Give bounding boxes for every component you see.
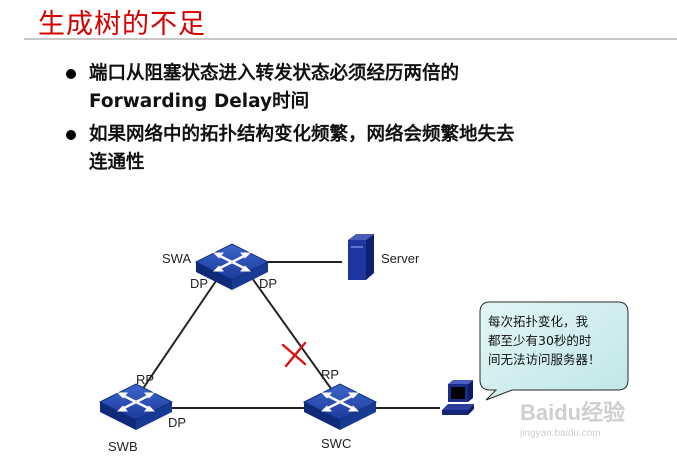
bullet-text: 如果网络中的拓扑结构变化频繁，网络会频繁地失去 连通性 <box>89 121 672 177</box>
title-divider <box>24 38 677 40</box>
switch-swb-icon <box>98 382 174 432</box>
bullet-line: 如果网络中的拓扑结构变化频繁，网络会频繁地失去 <box>89 124 515 145</box>
blocked-port-x-icon <box>281 341 307 368</box>
port-label-swa-left: DP <box>190 276 208 291</box>
port-label-swb-top: RP <box>136 372 154 387</box>
label-swb: SWB <box>108 439 138 454</box>
slide-title: 生成树的不足 <box>38 9 206 40</box>
bullet-dot-icon <box>66 69 76 79</box>
port-label-swa-right: DP <box>259 276 277 291</box>
server-icon <box>348 234 374 280</box>
label-swc: SWC <box>321 436 351 451</box>
bullet-item: 端口从阻塞状态进入转发状态必须经历两倍的 Forwarding Delay时间 <box>62 60 672 116</box>
port-label-swc-top: RP <box>321 367 339 382</box>
callout-line: 间无法访问服务器！ <box>488 352 601 367</box>
bullet-line: Forwarding Delay时间 <box>89 91 310 112</box>
pc-icon <box>442 380 474 415</box>
link-swa-swb <box>141 277 219 391</box>
link-swa-swc-blocked <box>251 277 333 391</box>
bullet-line: 连通性 <box>89 152 145 173</box>
callout-line: 每次拓扑变化，我 <box>488 314 589 329</box>
bullet-list: 端口从阻塞状态进入转发状态必须经历两倍的 Forwarding Delay时间 … <box>62 60 672 182</box>
label-server: Server <box>381 251 420 266</box>
watermark-url: jingyan.baidu.com <box>519 428 601 439</box>
label-swa: SWA <box>162 251 191 266</box>
bullet-dot-icon <box>66 130 76 140</box>
watermark: Baidu经验 jingyan.baidu.com <box>519 400 625 439</box>
switch-swc-icon <box>302 382 378 432</box>
bullet-line: 端口从阻塞状态进入转发状态必须经历两倍的 <box>89 63 460 84</box>
bullet-item: 如果网络中的拓扑结构变化频繁，网络会频繁地失去 连通性 <box>62 121 672 177</box>
port-label-swb-right: DP <box>168 415 186 430</box>
watermark-brand: Baidu经验 <box>520 400 625 425</box>
callout-bubble <box>479 301 629 401</box>
callout-line: 都至少有30秒的时 <box>488 333 592 348</box>
bullet-text: 端口从阻塞状态进入转发状态必须经历两倍的 Forwarding Delay时间 <box>89 60 672 116</box>
